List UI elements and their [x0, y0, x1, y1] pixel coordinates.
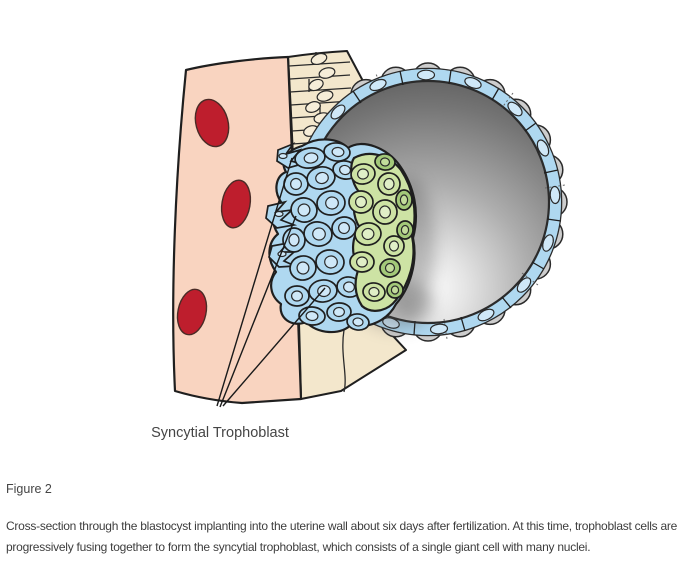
- figure-container: Syncytial Trophoblast Figure 2 Cross-sec…: [6, 50, 678, 554]
- figure-caption: Cross-section through the blastocyst imp…: [6, 519, 678, 554]
- trophoblast-cell-cluster: [265, 138, 417, 334]
- inner-cell-mass: [348, 152, 416, 312]
- pointer-lines: [216, 157, 326, 408]
- blood-vessel: [194, 98, 230, 148]
- trophoblast-rim-cells: [330, 69, 562, 336]
- diagram-label: Syncytial Trophoblast: [151, 425, 289, 441]
- blood-vessel: [176, 288, 208, 336]
- figure-label: Figure 2: [6, 482, 52, 496]
- blastocyst-implantation-diagram: Syncytial Trophoblast: [151, 50, 568, 441]
- blood-vessel: [220, 179, 252, 229]
- uterine-wall: [172, 55, 303, 405]
